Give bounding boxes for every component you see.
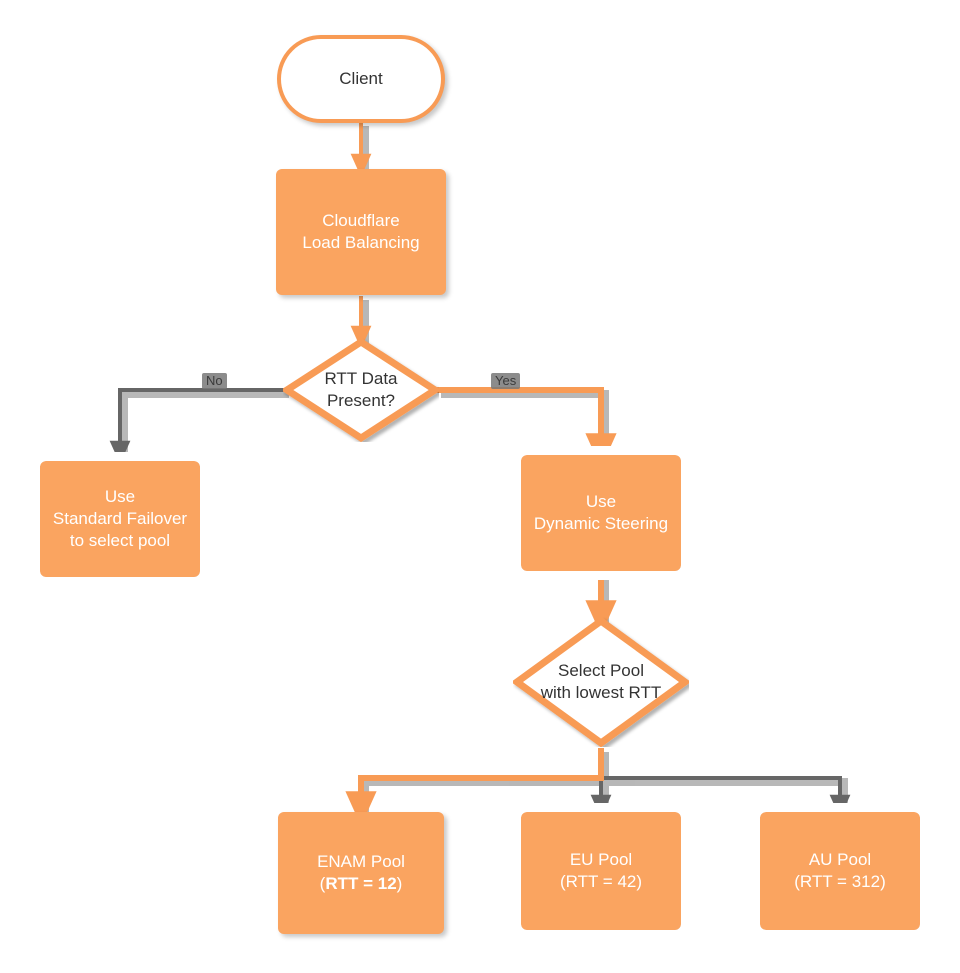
node-enam-paren-close: ): [396, 874, 403, 893]
edge-label-no: No: [202, 373, 227, 390]
node-rtt-line2: Present?: [326, 391, 396, 410]
node-eu-line2: (RTT = 42): [560, 871, 642, 893]
node-rtt-line1: RTT Data: [324, 368, 398, 388]
edge-shadows: [120, 126, 848, 816]
edge-rtt-yes: [437, 387, 617, 468]
node-enam-pool[interactable]: ENAM Pool (RTT = 12): [278, 812, 444, 934]
node-au-rtt-value: RTT = 312): [799, 872, 886, 891]
diamond-shape-rtt: [283, 338, 439, 442]
edge-selectpool-au: [601, 776, 851, 818]
node-enam-line2: (RTT = 12): [320, 873, 403, 895]
node-enam-line1: ENAM Pool: [317, 851, 405, 871]
node-standard-failover[interactable]: Use Standard Failover to select pool: [31, 452, 209, 586]
node-dynamic-line1: Use: [585, 491, 617, 511]
edge-rtt-no: [109, 388, 285, 464]
node-clb-line1: Cloudflare: [322, 210, 400, 230]
edge-label-yes: Yes: [491, 373, 521, 390]
node-au-line1: AU Pool: [808, 849, 872, 869]
edge-selectpool-enam: [345, 748, 604, 826]
node-rtt-data-present[interactable]: RTT Data Present?: [283, 338, 439, 442]
node-client-label: Client: [339, 68, 383, 88]
node-eu-paren-open: (: [559, 872, 566, 891]
node-select-pool-lowest-rtt[interactable]: Select Pool with lowest RTT: [513, 617, 689, 747]
node-selectpool-line1: Select Pool: [558, 660, 644, 680]
node-enam-paren-open: (: [319, 874, 326, 893]
node-au-line2: (RTT = 312): [794, 871, 886, 893]
node-clb-line2: Load Balancing: [302, 233, 420, 252]
node-failover-line1: Use: [104, 486, 136, 506]
node-eu-rtt-value: RTT = 42): [565, 872, 643, 891]
node-cloudflare-load-balancing[interactable]: Cloudflare Load Balancing: [276, 169, 446, 295]
node-enam-rtt-value: RTT = 12: [325, 874, 397, 893]
node-failover-line2: Standard Failover: [52, 508, 188, 528]
node-eu-line1: EU Pool: [569, 849, 633, 869]
node-eu-pool[interactable]: EU Pool (RTT = 42): [512, 803, 690, 939]
node-au-paren-open: (: [794, 872, 800, 891]
node-dynamic-line2: Dynamic Steering: [533, 514, 669, 533]
diamond-shape-select-pool: [513, 617, 689, 747]
node-failover-line3: to select pool: [69, 531, 171, 551]
node-selectpool-line2: with lowest RTT: [540, 683, 662, 702]
node-dynamic-steering[interactable]: Use Dynamic Steering: [512, 446, 690, 580]
node-client[interactable]: Client: [277, 35, 445, 123]
node-au-pool[interactable]: AU Pool (RTT = 312): [751, 803, 929, 939]
